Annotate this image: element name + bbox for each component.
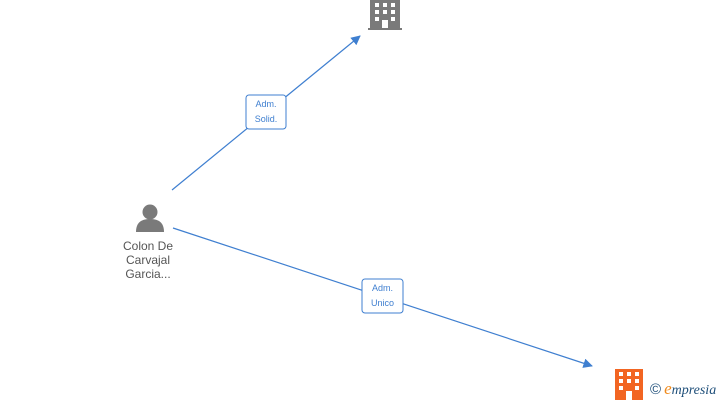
- building-icon[interactable]: [615, 369, 643, 400]
- person-icon[interactable]: [136, 204, 164, 233]
- person-name-line: Carvajal: [125, 253, 170, 267]
- edge-label-line: Adm.: [255, 99, 276, 109]
- edge-label-adm-solid[interactable]: Adm. Solid.: [245, 94, 287, 130]
- building-icon[interactable]: [368, 0, 402, 30]
- edge-label-adm-unico[interactable]: Adm. Unico: [361, 278, 404, 314]
- edge-label-line: Adm.: [372, 283, 393, 293]
- brand-initial: e: [664, 379, 672, 398]
- person-name-line: Colon De: [122, 239, 174, 253]
- person-name[interactable]: Colon De Carvajal Garcia...: [108, 239, 188, 281]
- person-name-line: Garcia...: [125, 267, 171, 281]
- edge-label-line: Unico: [371, 298, 394, 308]
- copyright-symbol: ©: [650, 381, 662, 398]
- brand-logo: ©empresia: [650, 379, 716, 399]
- brand-name: mpresia: [671, 383, 717, 398]
- edge-label-line: Solid.: [255, 114, 278, 124]
